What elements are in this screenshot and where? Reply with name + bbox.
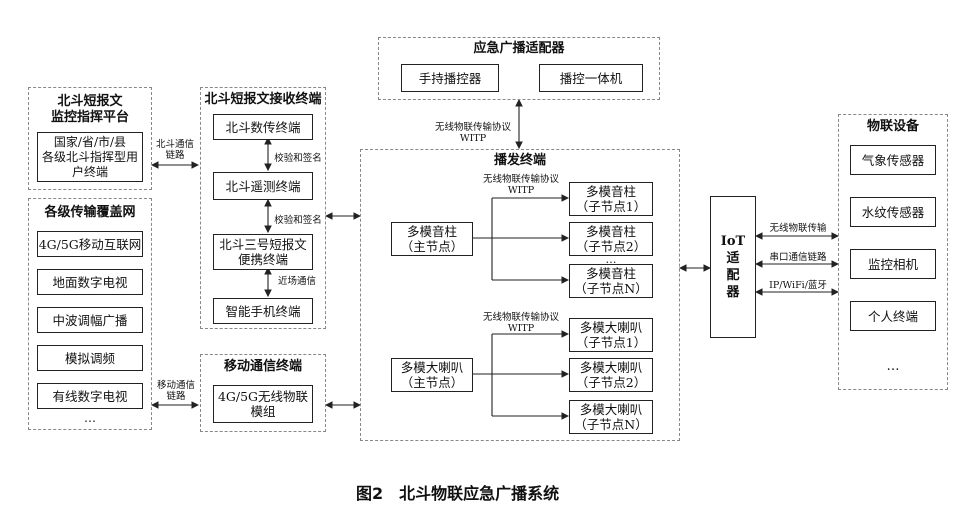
network-item-fm: 模拟调频 [37, 345, 143, 371]
ip-link-label: IP/WiFi/蓝牙 [769, 280, 827, 291]
speaker-master-node: 多模音柱 （主节点） [391, 222, 473, 256]
mobile-terminal-group: 移动通信终端 4G/5G无线物联 模组 [200, 354, 326, 432]
platform-terminal-box: 国家/省/市/县 各级北斗指挥型用 户终端 [37, 132, 143, 182]
integrated-controller: 播控一体机 [539, 64, 643, 92]
play-terminal-group: 播发终端 多模音柱 （主节点） 多模音柱 （子节点1） 多模音柱 （子节点2） … [360, 149, 680, 441]
figure-caption: 图2 北斗物联应急广播系统 [356, 484, 560, 503]
platform-group: 北斗短报文 监控指挥平台 国家/省/市/县 各级北斗指挥型用 户终端 [28, 87, 152, 190]
network-item-mobile-internet: 4G/5G移动互联网 [37, 231, 143, 257]
monitor-camera: 监控相机 [850, 249, 936, 279]
speaker-child-node-1: 多模音柱 （子节点1） [569, 182, 653, 216]
iot-devices-title: 物联设备 [866, 119, 919, 134]
iot-adapter: IoT 适 配 器 [710, 196, 756, 338]
adapter-group: 应急广播适配器 手持播控器 播控一体机 [378, 37, 660, 100]
speaker-dots: … [605, 253, 617, 266]
mobile-iot-module: 4G/5G无线物联 模组 [213, 385, 313, 423]
network-more: … [84, 411, 96, 425]
beidou-receiver-group: 北斗短报文接收终端 北斗数传终端 北斗遥测终端 北斗三号短报文 便携终端 智能手… [200, 87, 326, 329]
weather-sensor: 气象传感器 [850, 145, 936, 175]
adapter-title: 应急广播适配器 [473, 41, 565, 56]
horn-child-node-n: 多模大喇叭 （子节点N） [569, 400, 653, 434]
beidou-receiver-title: 北斗短报文接收终端 [204, 92, 322, 107]
wireless-link-label: 无线物联传输 [769, 223, 827, 234]
speaker-child-node-n: 多模音柱 （子节点N） [569, 264, 653, 298]
horn-child-node-2: 多模大喇叭 （子节点2） [569, 358, 653, 392]
witp-horn-label: 无线物联传输协议 WITP [482, 312, 559, 334]
verify-sign-label-1: 校验和签名 [274, 153, 322, 164]
verify-sign-label-2: 校验和签名 [274, 215, 322, 226]
mobile-link-label: 移动通信 链路 [156, 380, 195, 402]
water-sensor: 水纹传感器 [850, 197, 936, 227]
network-title: 各级传输覆盖网 [44, 205, 136, 220]
beidou-telemetry-terminal: 北斗遥测终端 [213, 172, 313, 200]
play-terminal-title: 播发终端 [493, 153, 546, 168]
network-group: 各级传输覆盖网 4G/5G移动互联网 地面数字电视 中波调幅广播 模拟调频 有线… [28, 198, 152, 430]
horn-master-node: 多模大喇叭 （主节点） [391, 358, 473, 392]
witp-top-label: 无线物联传输协议 WITP [434, 122, 511, 144]
beidou-data-terminal: 北斗数传终端 [213, 114, 313, 140]
mobile-terminal-title: 移动通信终端 [223, 359, 302, 374]
witp-speaker-label: 无线物联传输协议 WITP [482, 174, 559, 196]
smartphone-terminal: 智能手机终端 [213, 298, 313, 324]
beidou-link-label: 北斗通信 链路 [155, 139, 194, 161]
handheld-controller: 手持播控器 [401, 64, 499, 92]
speaker-child-node-2: 多模音柱 （子节点2） [569, 222, 653, 256]
beidou3-portable-terminal: 北斗三号短报文 便携终端 [213, 234, 313, 270]
iot-devices-more: … [886, 359, 900, 374]
near-field-label: 近场通信 [277, 276, 316, 287]
serial-link-label: 串口通信链路 [769, 252, 827, 263]
network-item-dtv: 地面数字电视 [37, 269, 143, 295]
iot-devices-group: 物联设备 气象传感器 水纹传感器 监控相机 个人终端 … [838, 114, 948, 390]
network-item-cable: 有线数字电视 [37, 383, 143, 409]
personal-terminal: 个人终端 [850, 301, 936, 331]
horn-child-node-1: 多模大喇叭 （子节点1） [569, 318, 653, 352]
network-item-am: 中波调幅广播 [37, 307, 143, 333]
platform-title: 北斗短报文 监控指挥平台 [50, 94, 129, 125]
